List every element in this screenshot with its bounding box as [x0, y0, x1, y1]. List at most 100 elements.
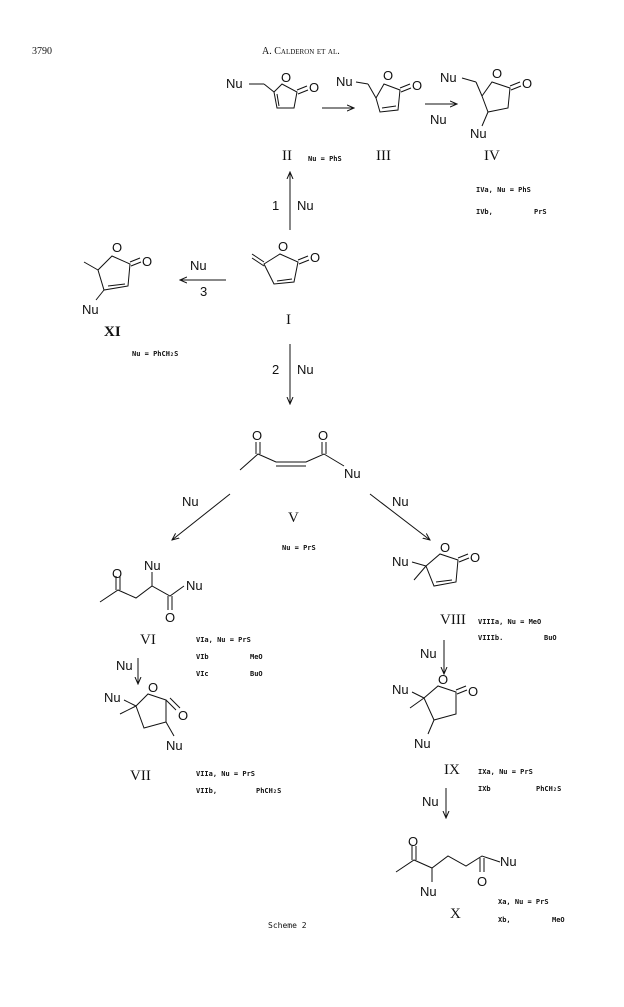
note-VIc-name: VIc: [196, 670, 209, 678]
note-VIIIb-value: BuO: [544, 634, 557, 642]
route-number: 1: [272, 198, 279, 213]
note-II: Nu = PhS: [308, 155, 342, 163]
note-VIIb-name: VIIb,: [196, 787, 217, 795]
compound-label-VII: VII: [130, 768, 151, 784]
carbonyl-oxygen: O: [178, 708, 188, 723]
nu-substituent: Nu: [226, 76, 243, 91]
arrow-reagent: Nu: [430, 112, 447, 127]
note-VIa: VIa, Nu = PrS: [196, 636, 251, 644]
nu-substituent: Nu: [500, 854, 517, 869]
nu-substituent: Nu: [344, 466, 361, 481]
structure-II: Nu O O: [226, 70, 319, 109]
nu-substituent: Nu: [420, 884, 437, 899]
carbonyl-oxygen: O: [112, 566, 122, 581]
structure-V: O O Nu: [239, 428, 361, 481]
route-number: 2: [272, 362, 279, 377]
carbonyl-oxygen: O: [142, 254, 152, 269]
compound-label-I: I: [286, 312, 291, 328]
carbonyl-oxygen: O: [165, 610, 175, 625]
arrow-reagent: Nu: [422, 794, 439, 809]
nu-substituent: Nu: [440, 70, 457, 85]
structure-VIII: Nu O O: [392, 540, 480, 587]
ring-oxygen: O: [383, 68, 393, 83]
carbonyl-oxygen: O: [318, 428, 328, 443]
note-XI: Nu = PhCH₂S: [132, 350, 178, 358]
compound-label-IX: IX: [444, 762, 460, 778]
compound-label-II: II: [282, 148, 292, 164]
ring-oxygen: O: [278, 239, 288, 254]
arrow-V-to-VIII: [369, 493, 430, 540]
note-VIb-value: MeO: [250, 653, 263, 661]
carbonyl-oxygen: O: [408, 834, 418, 849]
structure-VII: Nu O O Nu: [104, 680, 188, 753]
ring-oxygen: O: [438, 672, 448, 687]
nu-substituent: Nu: [470, 126, 487, 141]
nu-substituent: Nu: [392, 554, 409, 569]
structure-III: Nu O O: [336, 68, 422, 113]
running-title: A. Calderon et al.: [262, 46, 340, 57]
carbonyl-oxygen: O: [477, 874, 487, 889]
arrow-reagent: Nu: [420, 646, 437, 661]
arrow-reagent: Nu: [297, 362, 314, 377]
carbonyl-oxygen: O: [310, 250, 320, 265]
note-IXb-name: IXb: [478, 785, 491, 793]
structure-IV: Nu O O Nu: [440, 66, 532, 141]
arrow-reagent: Nu: [297, 198, 314, 213]
nu-substituent: Nu: [414, 736, 431, 751]
note-IVb-value: PrS: [534, 208, 547, 216]
carbonyl-oxygen: O: [470, 550, 480, 565]
carbonyl-oxygen: O: [412, 78, 422, 93]
ring-oxygen: O: [148, 680, 158, 695]
note-VIIb-value: PhCH₂S: [256, 787, 281, 795]
compound-label-VI: VI: [140, 632, 156, 648]
note-VIIIa: VIIIa, Nu = MeO: [478, 618, 541, 626]
nu-substituent: Nu: [186, 578, 203, 593]
compound-label-XI: XI: [104, 324, 121, 340]
page-number: 3790: [32, 46, 52, 57]
structure-I: O O: [251, 239, 320, 285]
ring-oxygen: O: [492, 66, 502, 81]
note-Xb-value: MeO: [552, 916, 565, 924]
scheme-caption: Scheme 2: [268, 921, 307, 930]
compound-label-IV: IV: [484, 148, 500, 164]
ring-oxygen: O: [112, 240, 122, 255]
structure-IX: Nu O O Nu: [392, 672, 478, 751]
note-VIc-value: BuO: [250, 670, 263, 678]
compound-label-VIII: VIII: [440, 612, 466, 628]
note-Xb-name: Xb,: [498, 916, 511, 924]
note-IVb-name: IVb,: [476, 208, 493, 216]
structure-VI: O Nu O Nu: [99, 558, 203, 625]
carbonyl-oxygen: O: [522, 76, 532, 91]
nu-substituent: Nu: [166, 738, 183, 753]
arrow-reagent: Nu: [116, 658, 133, 673]
note-Xa: Xa, Nu = PrS: [498, 898, 549, 906]
carbonyl-oxygen: O: [309, 80, 319, 95]
arrow-reagent: Nu: [392, 494, 409, 509]
compound-label-V: V: [288, 510, 299, 526]
note-VIIa: VIIa, Nu = PrS: [196, 770, 255, 778]
note-V: Nu = PrS: [282, 544, 316, 552]
nu-substituent: Nu: [144, 558, 161, 573]
nu-substituent: Nu: [392, 682, 409, 697]
ring-oxygen: O: [440, 540, 450, 555]
structure-X: O Nu O Nu: [395, 834, 517, 899]
nu-substituent: Nu: [82, 302, 99, 317]
arrow-V-to-VI: [172, 493, 231, 540]
arrow-reagent: Nu: [190, 258, 207, 273]
ring-oxygen: O: [281, 70, 291, 85]
note-IXb-value: PhCH₂S: [536, 785, 561, 793]
route-number: 3: [200, 284, 207, 299]
compound-label-X: X: [450, 906, 461, 922]
note-IVa: IVa, Nu = PhS: [476, 186, 531, 194]
structure-XI: O O Nu: [82, 240, 152, 317]
note-VIb-name: VIb: [196, 653, 209, 661]
carbonyl-oxygen: O: [252, 428, 262, 443]
nu-substituent: Nu: [336, 74, 353, 89]
nu-substituent: Nu: [104, 690, 121, 705]
carbonyl-oxygen: O: [468, 684, 478, 699]
note-IXa: IXa, Nu = PrS: [478, 768, 533, 776]
note-VIIIb-name: VIIIb.: [478, 634, 503, 642]
arrow-reagent: Nu: [182, 494, 199, 509]
